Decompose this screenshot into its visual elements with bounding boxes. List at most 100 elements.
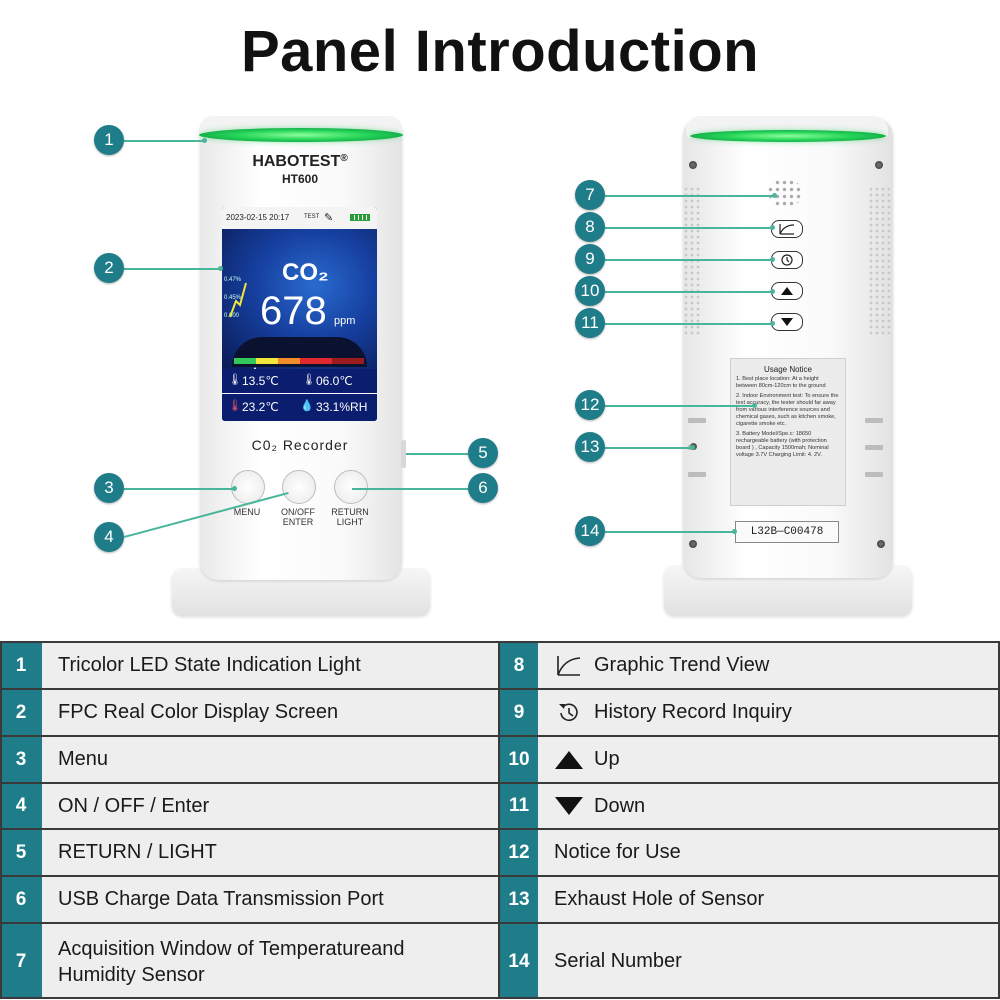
table-row-description: USB Charge Data Transmission Port xyxy=(42,877,498,922)
led-indicator-ring xyxy=(199,128,403,142)
screw-icon xyxy=(877,540,885,548)
trend-button[interactable] xyxy=(771,220,803,238)
table-row-number: 8 xyxy=(500,643,538,688)
thermometer-air-icon: 🌡 xyxy=(228,400,242,412)
table-gridline xyxy=(0,875,1000,877)
model-name: HT600 xyxy=(281,172,319,186)
table-row-text: Serial Number xyxy=(554,950,682,972)
brand-name: HABOTEST® xyxy=(220,153,380,171)
table-row-text: Exhaust Hole of Sensor xyxy=(554,888,765,910)
callout-2: 2 xyxy=(94,253,124,283)
history-button[interactable] xyxy=(771,251,803,269)
callout-6: 6 xyxy=(468,473,498,503)
table-row-text: Notice for Use xyxy=(554,841,681,863)
co2-unit: ppm xyxy=(334,315,356,327)
return-light-button[interactable] xyxy=(334,470,368,504)
usage-notice-label: Usage Notice 1. Best place location: At … xyxy=(730,358,846,506)
chart-label-low: 0.000 xyxy=(224,313,240,319)
callout-13: 13 xyxy=(575,432,605,462)
screw-icon xyxy=(875,161,883,169)
back-led-ring xyxy=(690,130,886,142)
temp-outer: 06.0℃ xyxy=(316,374,353,388)
co2-scale-bar xyxy=(234,358,364,364)
table-row-number: 4 xyxy=(0,784,42,828)
vent-slot xyxy=(865,445,883,450)
callout-11: 11 xyxy=(575,308,605,338)
table-row-number: 6 xyxy=(0,877,42,922)
leader-line-8 xyxy=(604,225,775,230)
co2-value: 678 xyxy=(260,289,327,333)
table-row-text: USB Charge Data Transmission Port xyxy=(58,888,384,910)
record-icon: ✎ xyxy=(324,212,334,224)
onoff-enter-button[interactable] xyxy=(282,470,316,504)
mini-trend-icon xyxy=(229,282,247,318)
table-gridline xyxy=(0,641,1000,643)
table-row-number: 2 xyxy=(0,690,42,735)
registered-mark: ® xyxy=(340,153,348,164)
callout-4: 4 xyxy=(94,522,124,552)
callout-9: 9 xyxy=(575,244,605,274)
table-row-description: Graphic Trend View xyxy=(538,643,1000,688)
co2-label: CO₂ xyxy=(282,259,329,286)
recorder-label: C0₂ Recorder xyxy=(251,437,349,453)
callout-14: 14 xyxy=(575,516,605,546)
table-gridline xyxy=(0,688,1000,690)
down-triangle-icon xyxy=(554,796,584,816)
screen-datetime: 2023-02-15 20:17 xyxy=(226,213,290,222)
leader-line-9 xyxy=(604,257,775,262)
callout-1: 1 xyxy=(94,125,124,155)
table-row-description: FPC Real Color Display Screen xyxy=(42,690,498,735)
legend-table: 1 Tricolor LED State Indication Light 2 FPC… xyxy=(0,641,1000,999)
up-triangle-icon xyxy=(554,750,584,770)
table-gridline xyxy=(0,997,1000,999)
droplet-icon: 💧 xyxy=(300,400,314,412)
table-row-description: Menu xyxy=(42,737,498,782)
down-button[interactable] xyxy=(771,313,803,331)
screw-icon xyxy=(689,161,697,169)
table-row-text: Tricolor LED State Indication Light xyxy=(58,654,361,676)
callout-10: 10 xyxy=(575,276,605,306)
table-row-number: 11 xyxy=(500,784,538,828)
leader-line-1 xyxy=(124,138,207,143)
battery-icon xyxy=(350,214,370,221)
screen-readings: 🌡 13.5℃ 🌡 06.0℃ 🌡 23.2℃ 💧 33.1%RH xyxy=(222,369,377,421)
thermometer-outer-icon: 🌡 xyxy=(302,374,316,386)
screen-main: 0.47% 0.45% 0.000 CO₂ 678 ppm xyxy=(222,229,377,375)
left-vent-grille xyxy=(683,186,703,336)
table-row-number: 1 xyxy=(0,643,42,688)
leader-line-5 xyxy=(406,453,468,455)
right-vent-grille xyxy=(868,186,892,336)
usb-port[interactable] xyxy=(401,440,406,468)
temp-air: 23.2℃ xyxy=(242,400,279,414)
callout-5: 5 xyxy=(468,438,498,468)
vent-slot xyxy=(865,472,883,477)
table-row-text: Up xyxy=(594,748,620,770)
menu-button-label: MENU xyxy=(233,507,261,517)
leader-line-10 xyxy=(604,289,775,294)
serial-number-label: L32B—C00478 xyxy=(735,521,839,543)
trend-icon xyxy=(779,224,795,235)
enter-button-label: ENTER xyxy=(282,517,314,527)
table-row-text: Acquisition Window of Temperatureand Hum… xyxy=(58,937,405,986)
table-row-text: FPC Real Color Display Screen xyxy=(58,701,339,723)
light-button-label: LIGHT xyxy=(336,517,364,527)
table-row-description: Down xyxy=(538,784,1000,828)
callout-3: 3 xyxy=(94,473,124,503)
display-screen: 2023-02-15 20:17 TEST ✎ 0.47% 0.45% 0.00… xyxy=(222,207,377,421)
usage-notice-item: 1. Best place location: At a height betw… xyxy=(736,376,826,389)
table-gridline xyxy=(0,735,1000,737)
chart-label-high: 0.47% xyxy=(224,277,242,283)
history-icon xyxy=(554,701,584,725)
up-button[interactable] xyxy=(771,282,803,300)
table-gridline xyxy=(0,782,1000,784)
table-row-description: RETURN / LIGHT xyxy=(42,830,498,875)
table-gridline xyxy=(998,641,1000,999)
callout-8: 8 xyxy=(575,212,605,242)
table-gridline xyxy=(498,641,500,999)
table-row-number: 7 xyxy=(0,924,42,999)
table-row-text: History Record Inquiry xyxy=(594,701,792,723)
leader-line-11 xyxy=(604,321,775,326)
history-icon xyxy=(781,254,793,266)
table-row-description: Serial Number xyxy=(538,924,1000,999)
table-row-description: Up xyxy=(538,737,1000,782)
